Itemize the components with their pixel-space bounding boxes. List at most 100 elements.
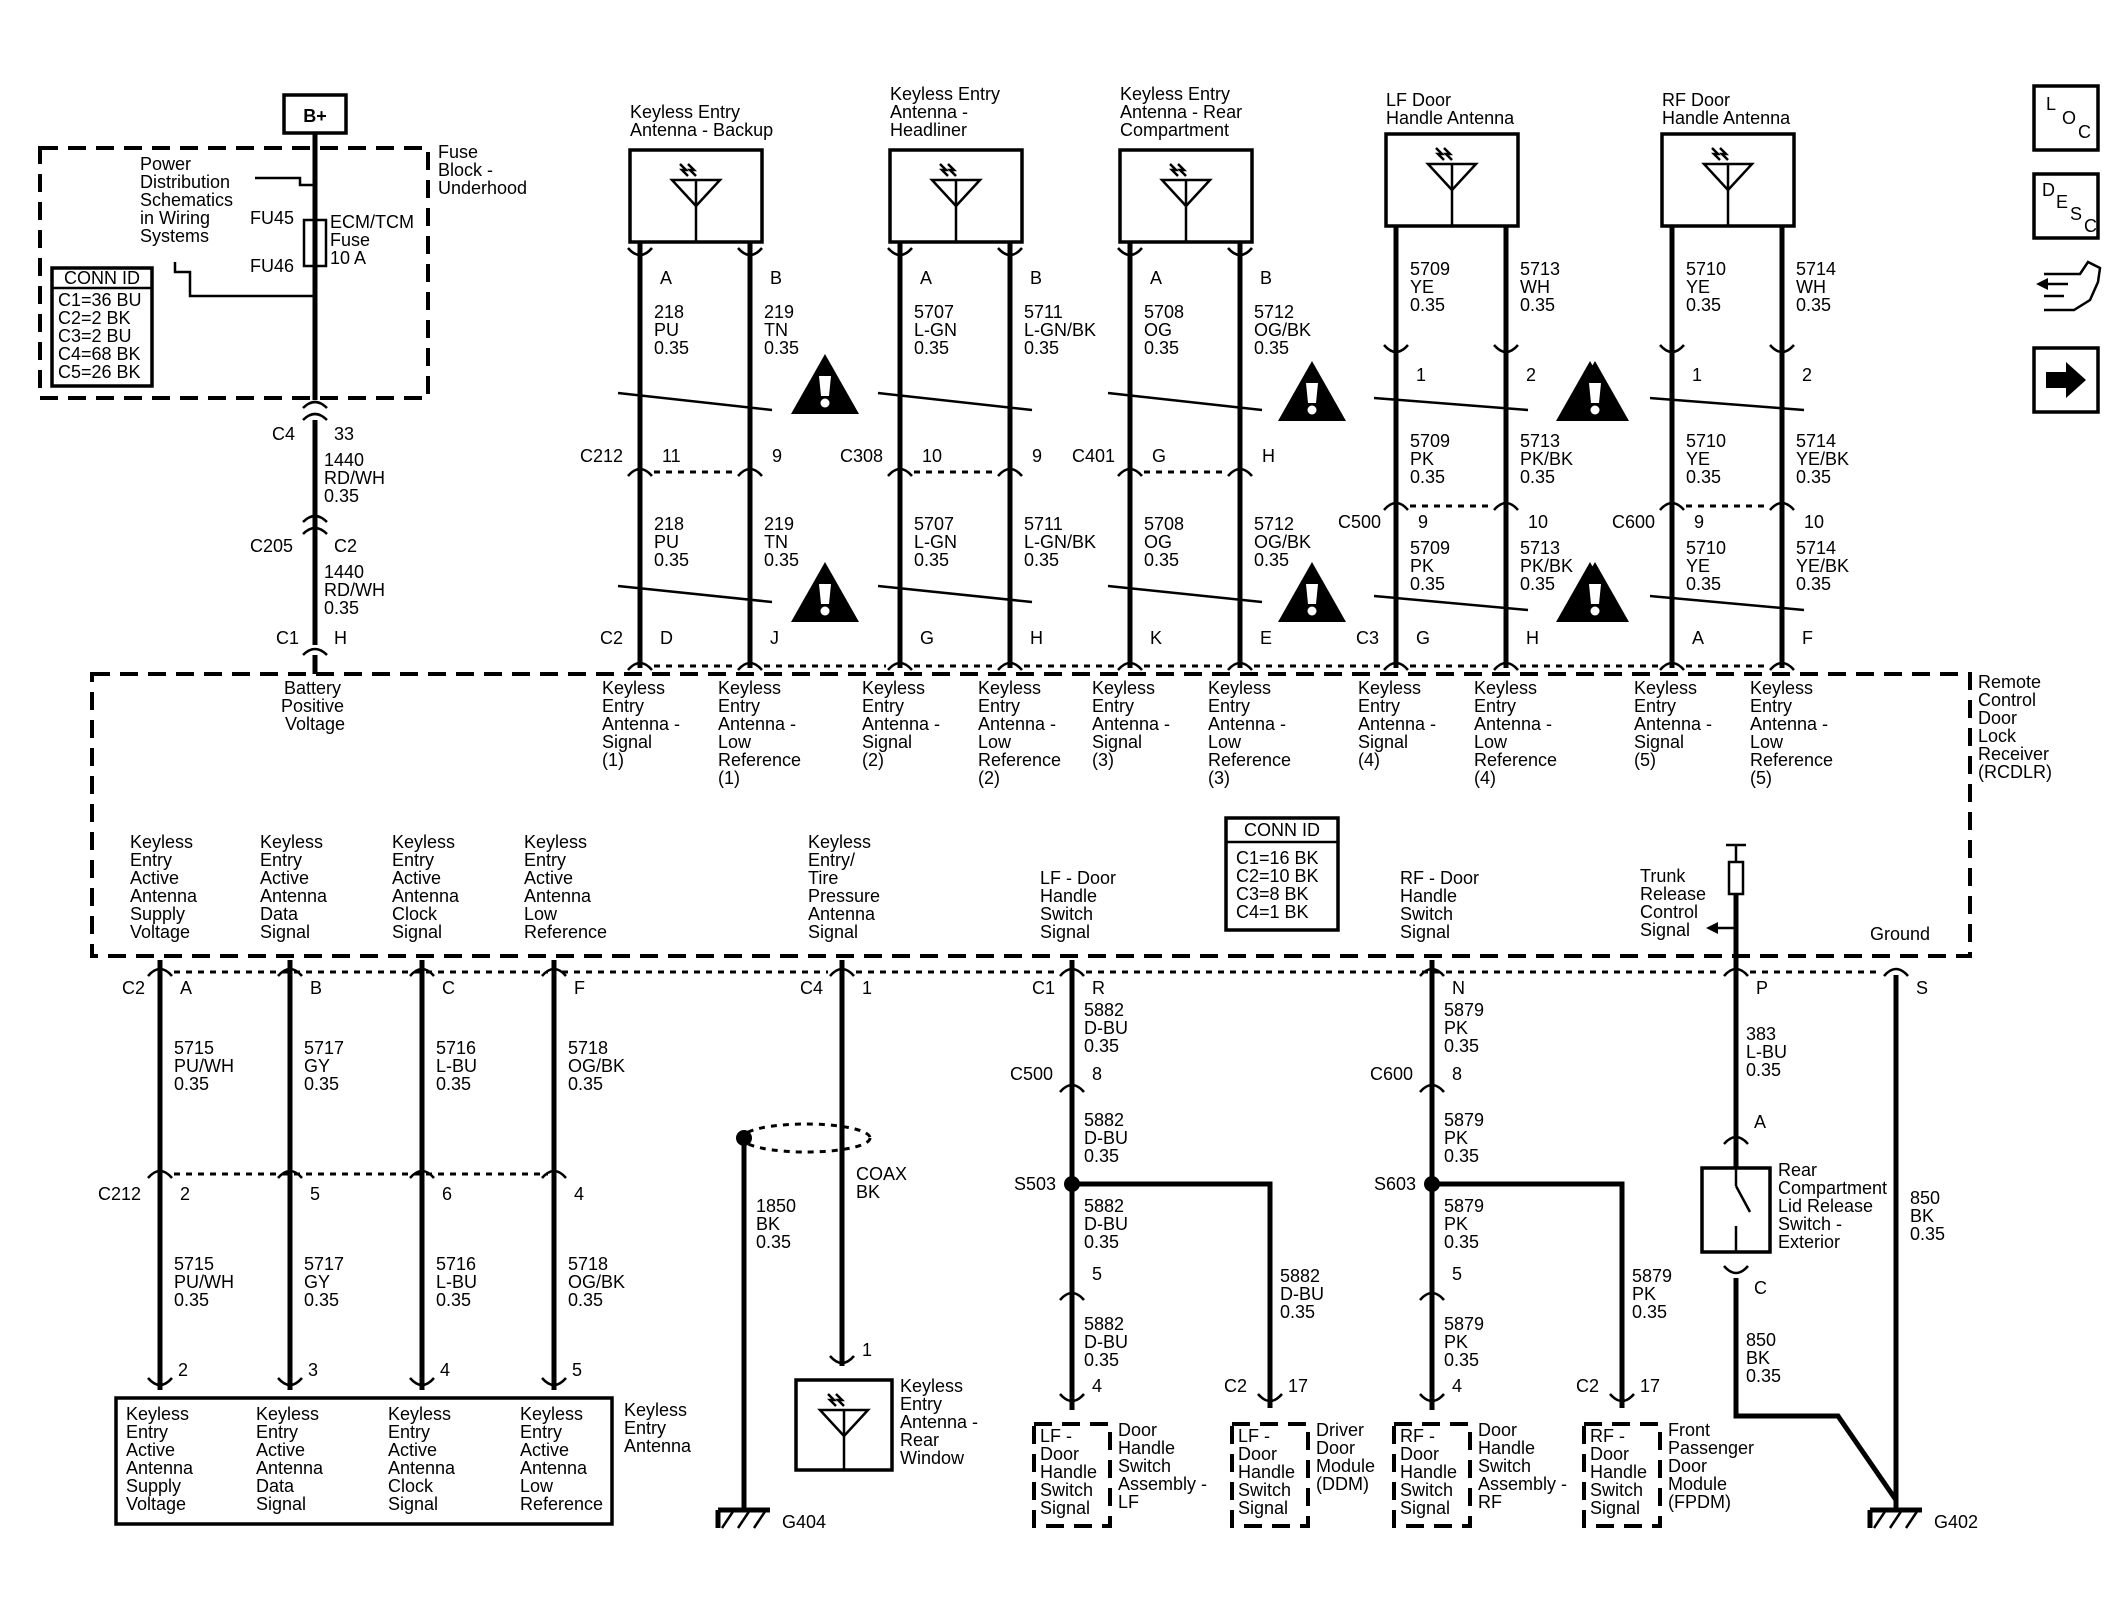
inline-pin-a-3: G — [1152, 446, 1166, 466]
keyless-entry-antenna-box — [114, 1396, 614, 1526]
inline-pin-b-3: H — [1262, 446, 1275, 466]
inline-pin-b-2: 9 — [1032, 446, 1042, 466]
rcdlr-conn-id-rows: C1=16 BK C2=10 BK C3=8 BK C4=1 BK — [1236, 848, 1324, 922]
inline-pin-b-4: 10 — [1528, 512, 1548, 532]
rf-c1-pin-label: N — [1452, 978, 1465, 998]
description-button[interactable]: D E S C — [2032, 172, 2100, 240]
receiver-pin-b-3: E — [1260, 628, 1272, 648]
c1-pin-label: H — [334, 628, 347, 648]
next-page-arrow-icon[interactable] — [2032, 346, 2100, 414]
fuse-block-label: Fuse Block - Underhood — [438, 142, 527, 198]
rcdlr-label: Remote Control Door Lock Receiver (RCDLR… — [1978, 672, 2054, 782]
rear-window-antenna-icon — [794, 1378, 894, 1472]
receiver-pin-a-1: D — [660, 628, 673, 648]
fu45-label: FU45 — [250, 208, 294, 228]
inline-connector-label-1: C212 — [580, 446, 623, 466]
trunk-pin-label: P — [1756, 978, 1768, 998]
location-button[interactable]: L O C — [2032, 84, 2100, 152]
ground-pin-label: S — [1916, 978, 1928, 998]
caution-icon-3b — [1278, 562, 1346, 622]
svg-text:E: E — [2056, 192, 2068, 212]
rf-pin4-label: 4 — [1452, 1376, 1462, 1396]
antenna-pin-b-5: 2 — [1802, 365, 1812, 385]
c1-connector-label: C1 — [276, 628, 299, 648]
antenna-pin-2: 3 — [308, 1360, 318, 1380]
antenna-symbol-5-icon — [1660, 132, 1796, 228]
inline-pin-b-5: 10 — [1804, 512, 1824, 532]
rf-inline-pin-label: 8 — [1452, 1064, 1462, 1084]
lf-pin5-label: 5 — [1092, 1264, 1102, 1284]
active-c2-connector-label: C2 — [122, 978, 145, 998]
active-c212-pin-4: 4 — [574, 1184, 584, 1204]
inline-pin-b-1: 9 — [772, 446, 782, 466]
caution-icon-5a — [1561, 361, 1629, 421]
battery-wire-2: 1440 RD/WH 0.35 — [324, 562, 390, 618]
receiver-pin-a-2: G — [920, 628, 934, 648]
antenna-symbol-1-icon — [628, 148, 764, 244]
antenna-pin-b-4: 2 — [1526, 365, 1536, 385]
rf-pin5-label: 5 — [1452, 1264, 1462, 1284]
rcdlr-outline — [90, 672, 1972, 958]
tpm-c4-connector-label: C4 — [800, 978, 823, 998]
fuse-conn-id-title: CONN ID — [64, 268, 140, 288]
fu46-label: FU46 — [250, 256, 294, 276]
lf-module-connector-label: C2 — [1224, 1376, 1247, 1396]
rcdlr-conn-id-box — [1224, 816, 1340, 932]
receiver-pin-b-5: F — [1802, 628, 1813, 648]
rcdlr-conn-id-title: CONN ID — [1244, 820, 1320, 840]
caution-icon-3a — [1278, 361, 1346, 421]
inline-connector-label-4: C500 — [1338, 512, 1381, 532]
connector-handshake-icon[interactable] — [2036, 260, 2102, 312]
lf-switch-box — [1032, 1422, 1112, 1528]
antenna-pin-4: 5 — [572, 1360, 582, 1380]
trunk-release-resistor-icon — [1727, 860, 1745, 896]
antenna-pin-b-1: B — [770, 268, 782, 288]
